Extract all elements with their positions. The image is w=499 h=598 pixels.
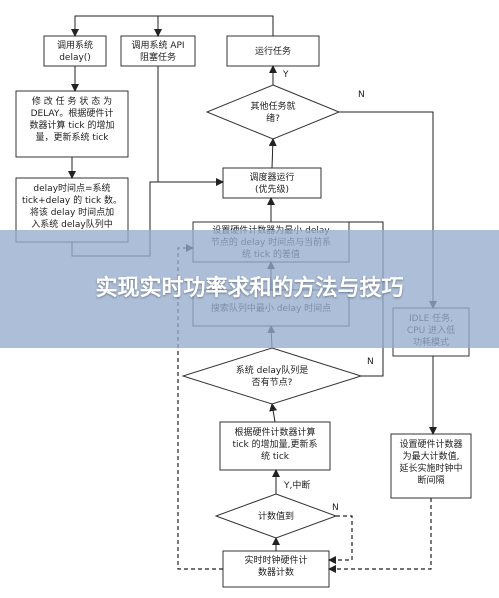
text-line: 量，更新系统 tick xyxy=(35,131,109,143)
box-call-delay xyxy=(43,35,107,67)
box-run-task xyxy=(226,35,320,67)
text-line: 为最大计数值, xyxy=(403,450,460,462)
text-line: 修 改 任 务 状 态 为 xyxy=(32,95,112,107)
text-run-task: 运行任务 xyxy=(255,45,291,57)
text-line: 调度器运行 xyxy=(249,171,294,183)
box-modify-state xyxy=(15,90,129,158)
diamond-queue-has-node xyxy=(181,347,363,405)
text-set-max: 设置硬件计数器为最大计数值,延长实施时钟中断间隔 xyxy=(399,438,462,486)
text-scheduler: 调度器运行(优先级) xyxy=(249,171,294,195)
box-set-max xyxy=(390,433,472,499)
text-line: 调用系统 API xyxy=(131,39,184,51)
text-line: 统 tick xyxy=(261,450,290,462)
text-line: 其他任务就 xyxy=(250,100,295,112)
text-line: 计数值到 xyxy=(258,510,294,522)
label-n-count: N xyxy=(332,503,339,513)
text-line: 绪? xyxy=(266,112,280,124)
box-update-tick xyxy=(219,421,331,471)
text-line: 实时时钟硬件计 xyxy=(244,554,307,566)
text-line: tick 的增加量,更新系 xyxy=(233,438,318,450)
label-n-ready: N xyxy=(358,90,365,100)
text-line: (优先级) xyxy=(255,183,289,195)
label-n-queue: N xyxy=(367,357,374,367)
text-line: 根据硬件计数器计算 xyxy=(234,426,315,438)
text-line: tick+delay 的 tick 数。 xyxy=(22,194,122,206)
title-banner: 实现实时功率求和的方法与技巧 xyxy=(0,230,499,348)
text-line: 将该 delay 时间点加 xyxy=(30,206,114,218)
text-line: 设置硬件计数器 xyxy=(399,438,462,450)
banner-title: 实现实时功率求和的方法与技巧 xyxy=(95,276,404,301)
connector-max-clock xyxy=(328,498,432,573)
text-line: 延长实施时钟中 xyxy=(399,462,462,474)
label-y-interrupt: Y,中断 xyxy=(283,479,310,491)
text-other-ready: 其他任务就绪? xyxy=(250,100,295,124)
text-line: 数器计数 xyxy=(258,566,294,578)
connector-top-bus xyxy=(71,15,274,37)
connector-tick-queue xyxy=(269,403,278,423)
diamond-other-ready xyxy=(205,84,341,140)
text-line: delay() xyxy=(59,53,91,63)
text-line: delay时间点=系统 xyxy=(33,182,110,194)
text-line: DELAY。根据硬件计 xyxy=(31,107,114,119)
text-rt-clock: 实时时钟硬件计数器计数 xyxy=(244,554,307,578)
text-line: 数器计算 tick 的增加 xyxy=(30,119,115,131)
text-line: 阻塞任务 xyxy=(140,51,176,63)
text-line: 否有节点? xyxy=(252,376,293,388)
text-queue-has-node: 系统 delay队列是否有节点? xyxy=(236,364,308,388)
text-line: 入系统 delay队列中 xyxy=(31,218,112,230)
text-count-reached: 计数值到 xyxy=(258,510,294,522)
text-call-delay: 调用系统 delay() xyxy=(57,39,93,63)
connector-scheduler-ready xyxy=(268,138,277,169)
text-line: 调用系统 xyxy=(57,39,93,51)
connector-count-n xyxy=(328,515,353,564)
text-line: 运行任务 xyxy=(255,45,291,57)
label-y-ready: Y xyxy=(282,70,289,80)
box-rt-clock xyxy=(222,550,330,588)
text-line: 系统 delay队列是 xyxy=(236,364,308,376)
text-line: 断间隔 xyxy=(417,474,444,486)
